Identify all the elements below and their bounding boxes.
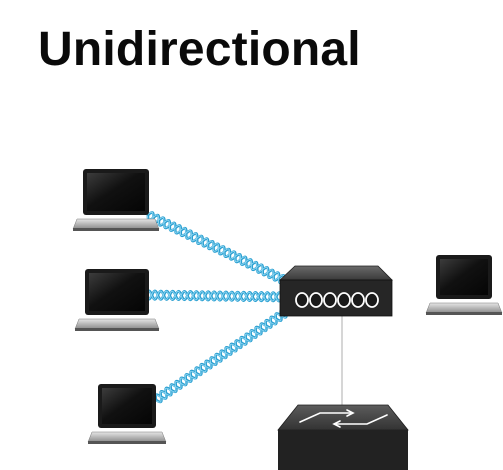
cables: [144, 211, 292, 404]
laptop-right-icon: [425, 255, 503, 315]
slide-title: Unidirectional: [38, 23, 361, 76]
hub-port-icon: [323, 292, 337, 308]
cable-laptop-bottom: [154, 308, 288, 404]
cable-laptop-top: [146, 211, 292, 287]
cable-laptop-middle: [144, 289, 290, 303]
hub-port-icon: [365, 292, 379, 308]
switch-arrows-icon: [299, 409, 388, 428]
laptop-top-icon: [72, 169, 160, 231]
hub-port-icon: [351, 292, 365, 308]
hub-ports: [295, 292, 379, 308]
switch-icon: [277, 404, 409, 470]
hub-port-icon: [309, 292, 323, 308]
hub-port-icon: [295, 292, 309, 308]
laptop-middle-icon: [74, 269, 160, 331]
hub-port-icon: [337, 292, 351, 308]
laptop-bottom-icon: [87, 384, 167, 444]
hub-icon: [278, 265, 393, 317]
